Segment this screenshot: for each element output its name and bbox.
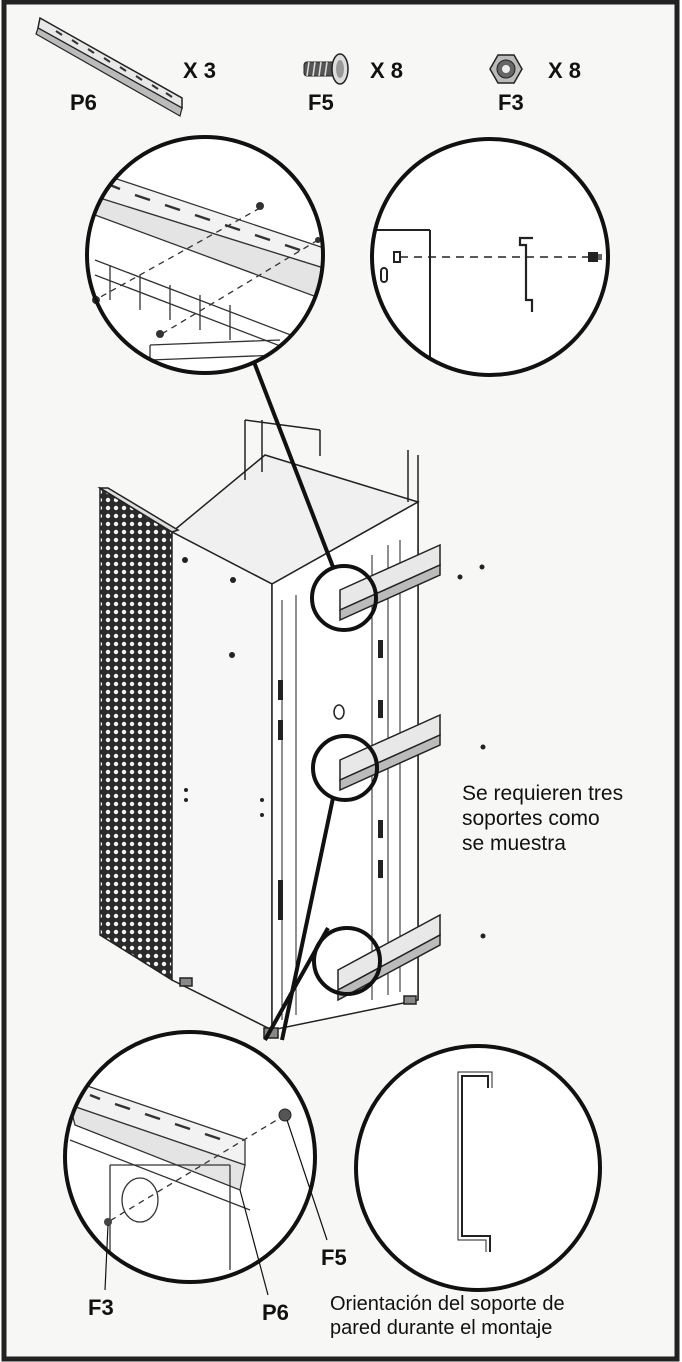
orientation-note: Orientación del soporte de pared durante…: [330, 1293, 570, 1339]
callout-f3-label: F3: [88, 1295, 114, 1320]
highlight-circle-middle-rail: [311, 734, 379, 802]
part-f5-bolt-icon: [303, 53, 349, 85]
part-f3-code: F3: [498, 90, 524, 115]
callout-f5-label: F5: [321, 1245, 347, 1270]
part-f3-qty: X 8: [548, 58, 581, 83]
part-f5-code: F5: [308, 90, 334, 115]
server-cabinet-drawing: [97, 419, 486, 1039]
detail-circle-side-profile: [370, 137, 610, 377]
leader-lines: [252, 361, 335, 1041]
callout-lines: [104, 1119, 328, 1296]
three-brackets-note: Se requieren tres soportes como se muest…: [462, 782, 629, 855]
detail-circle-rail-install: [85, 135, 325, 375]
part-f5-qty: X 8: [370, 58, 403, 83]
orientation-line-1: Orientación del soporte de: [330, 1293, 565, 1315]
callout-p6-label: P6: [262, 1300, 289, 1325]
detail-circle-bracket-orientation: [354, 1044, 602, 1292]
part-p6-rail-icon: [35, 16, 183, 117]
note-line-3: se muestra: [462, 832, 566, 855]
highlight-circle-bottom-rail: [312, 926, 382, 996]
part-f3-nut-icon: [489, 54, 523, 84]
part-p6-qty: X 3: [183, 58, 216, 83]
note-line-1: Se requieren tres: [462, 782, 623, 805]
detail-circle-rail-fastening: [63, 1030, 317, 1284]
orientation-line-2: pared durante el montaje: [330, 1317, 552, 1339]
highlight-circle-top-rail: [310, 564, 378, 632]
note-line-2: soportes como: [462, 807, 600, 830]
part-p6-code: P6: [70, 90, 97, 115]
